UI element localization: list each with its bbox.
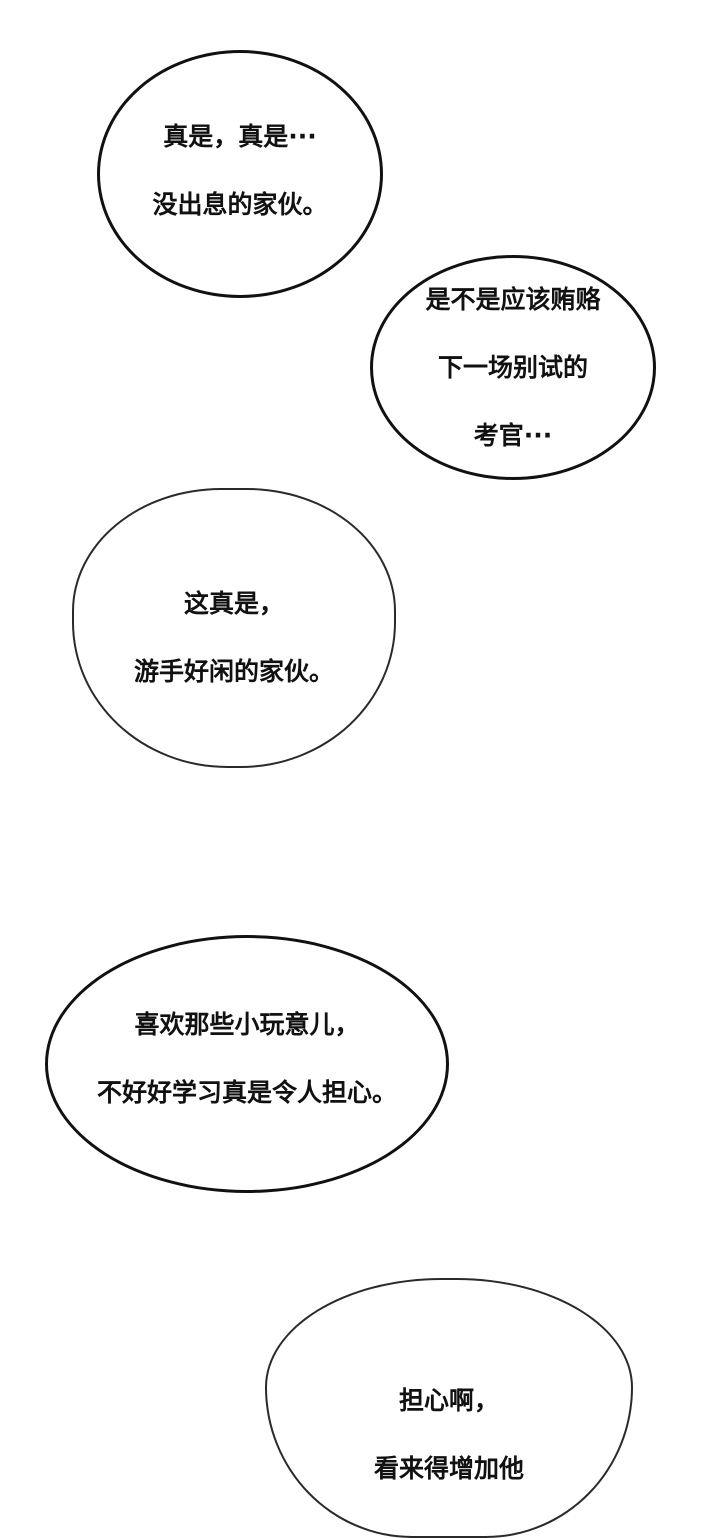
- bubble-line: 是不是应该贿赂: [425, 284, 601, 314]
- bubble-line: 这真是，: [183, 589, 284, 618]
- bubble-text: 喜欢那些小玩意儿， 不好好学习真是令人担心。: [97, 974, 397, 1144]
- speech-bubble: 喜欢那些小玩意儿， 不好好学习真是令人担心。: [45, 935, 449, 1193]
- thought-bubble: 担心啊， 看来得增加他: [265, 1278, 633, 1538]
- bubble-text: 是不是应该贿赂 下一场别试的 考官···: [425, 249, 600, 487]
- speech-bubble: 是不是应该贿赂 下一场别试的 考官···: [370, 255, 656, 480]
- bubble-line: 考官···: [473, 420, 553, 450]
- bubble-line: 下一场别试的: [437, 352, 588, 382]
- bubble-text: 这真是， 游手好闲的家伙。: [134, 553, 334, 723]
- bubble-text: 担心啊， 看来得增加他: [374, 1350, 524, 1520]
- speech-bubble: 真是，真是··· 没出息的家伙。: [97, 50, 383, 298]
- bubble-line: 游手好闲的家伙。: [133, 657, 334, 686]
- bubble-text: 真是，真是··· 没出息的家伙。: [152, 86, 327, 256]
- comic-page: 真是，真是··· 没出息的家伙。 是不是应该贿赂 下一场别试的 考官··· 这真…: [45, 50, 656, 1538]
- bubble-line: 担心啊，: [398, 1386, 499, 1415]
- bubble-line: 不好好学习真是令人担心。: [96, 1078, 397, 1107]
- bubble-line: 没出息的家伙。: [152, 190, 328, 219]
- bubble-line: 真是，真是···: [163, 122, 317, 151]
- bubble-line: 喜欢那些小玩意儿，: [134, 1010, 360, 1039]
- bubble-line: 看来得增加他: [373, 1454, 524, 1483]
- thought-bubble: 这真是， 游手好闲的家伙。: [72, 488, 396, 768]
